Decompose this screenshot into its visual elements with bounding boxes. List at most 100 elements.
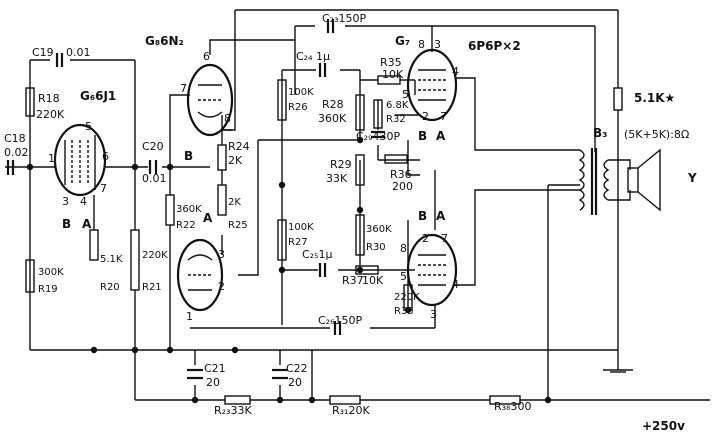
pin-8: 8 [418, 38, 425, 51]
c26-label: C₂₆150P [318, 314, 362, 327]
marker-b: B [184, 149, 193, 163]
tube-g8-triode-lower: 3 2 1 [176, 238, 225, 323]
r36-ref: R36 [390, 168, 412, 181]
r20-ref: R20 [100, 282, 120, 293]
resistors: R18 220K 300K R19 5.1K R20 220K R21 R22 … [25, 56, 675, 417]
marker-a: A [436, 209, 446, 223]
r24-ref: R24 [228, 140, 250, 153]
markers: B A B A B A B A [62, 129, 446, 231]
c24-label: C₂₄ 1μ [296, 50, 330, 63]
r19-value: 300K [38, 267, 64, 278]
r26-ref: R26 [288, 102, 308, 113]
r32-ref: R32 [386, 114, 406, 125]
r21-ref: R21 [142, 282, 162, 293]
r29-ref: R29 [330, 158, 352, 171]
r31-label: R₃₁20K [332, 404, 370, 417]
pin-4: 4 [80, 195, 87, 208]
r38-label: R₃₈300 [494, 400, 531, 413]
pin-6: 6 [102, 150, 109, 163]
r26-value: 100K [288, 87, 314, 98]
pin-7: 7 [180, 82, 187, 95]
pin-3: 3 [62, 195, 69, 208]
r22-value: 360K [176, 204, 202, 215]
pin-3: 3 [218, 248, 225, 261]
r30-ref: R30 [366, 242, 386, 253]
tube-pentode-lower: 8 2 7 5 4 3 [400, 232, 459, 321]
pin-2: 2 [218, 280, 225, 293]
r35-ref: R35 [380, 56, 402, 69]
speaker-spec: (5K+5K):8Ω [624, 128, 689, 141]
pin-8: 8 [224, 112, 231, 125]
pin-5: 5 [400, 270, 407, 283]
r25-ref: R25 [228, 220, 248, 231]
marker-a: A [436, 129, 446, 143]
pin-6: 6 [203, 50, 210, 63]
tube-label-g6j1: G₆6J1 [80, 89, 116, 103]
pin-1: 1 [186, 310, 193, 323]
r22-ref: R22 [176, 220, 196, 231]
c29-label: C₂₉430P [356, 130, 400, 143]
r37-value: 10K [362, 274, 384, 287]
r20-value: 5.1K [100, 254, 123, 265]
pin-2: 2 [422, 110, 429, 123]
pin-7: 7 [440, 110, 447, 123]
speaker-label: Y [687, 171, 697, 185]
r28-ref: R28 [322, 98, 344, 111]
pin-3: 3 [430, 308, 437, 321]
wiring [5, 9, 710, 404]
r19-ref: R19 [38, 284, 58, 295]
r36-value: 200 [392, 180, 413, 193]
pin-4: 4 [452, 278, 459, 291]
c18-ref: C18 [4, 132, 26, 145]
capacitors: C18 0.02 C19 0.01 C20 0.01 C21 20 C22 20… [4, 12, 400, 389]
c23-label: C₂₃150P [322, 12, 366, 25]
r27-ref: R27 [288, 237, 308, 248]
marker-b: B [418, 209, 427, 223]
r18-value: 220K [36, 108, 65, 121]
pin-2: 2 [422, 232, 429, 245]
r32-value: 6.8K [386, 100, 409, 111]
r33-ref: R33 [394, 306, 414, 317]
marker-a: A [203, 211, 213, 225]
r18-ref: R18 [38, 92, 60, 105]
pin-1: 1 [48, 152, 55, 165]
r21-value: 220K [142, 250, 168, 261]
pin-7: 7 [441, 232, 448, 245]
r37-ref: R37 [342, 274, 364, 287]
c20-value: 0.01 [142, 172, 167, 185]
tube-g7-pentode-upper: 8 3 4 5 2 7 G₇ 6P6P×2 [395, 34, 521, 123]
pin-5: 5 [85, 120, 92, 133]
r30-value: 360K [366, 224, 392, 235]
r25-value: 2K [228, 197, 241, 208]
tube-g6j1: 5 1 6 3 4 7 G₆6J1 [48, 89, 116, 208]
marker-b: B [62, 217, 71, 231]
tube-label-g7: G₇ [395, 34, 410, 48]
speaker: (5K+5K):8Ω Y [624, 128, 697, 212]
r23-label: R₂₃33K [214, 404, 252, 417]
r29-value: 33K [326, 172, 348, 185]
load-resistor-label: 5.1K★ [634, 91, 675, 105]
c21-value: 20 [206, 376, 220, 389]
c18-value: 0.02 [4, 146, 29, 159]
transformer-label: B₃ [593, 126, 607, 140]
tube-g8-6n2: 6 7 8 G₈6N₂ [145, 34, 234, 137]
marker-b: B [418, 129, 427, 143]
c22-ref: C22 [286, 362, 308, 375]
c21-ref: C21 [204, 362, 226, 375]
output-transformer: B₃ [578, 126, 631, 215]
r27-value: 100K [288, 222, 314, 233]
r35-value: 10K [382, 68, 404, 81]
marker-a: A [82, 217, 92, 231]
c25-label: C₂₅1μ [302, 248, 333, 261]
pin-8: 8 [400, 242, 407, 255]
r28-value: 360K [318, 112, 347, 125]
r24-value: 2K [228, 154, 243, 167]
c19-ref: C19 [32, 46, 54, 59]
c22-value: 20 [288, 376, 302, 389]
tube-label-g8-6n2: G₈6N₂ [145, 34, 184, 48]
supply-label: +250v [642, 419, 685, 433]
c19-value: 0.01 [66, 46, 91, 59]
tube-type-6p6p: 6P6P×2 [468, 39, 521, 53]
r33-value: 220K [394, 292, 420, 303]
pin-4: 4 [452, 65, 459, 78]
